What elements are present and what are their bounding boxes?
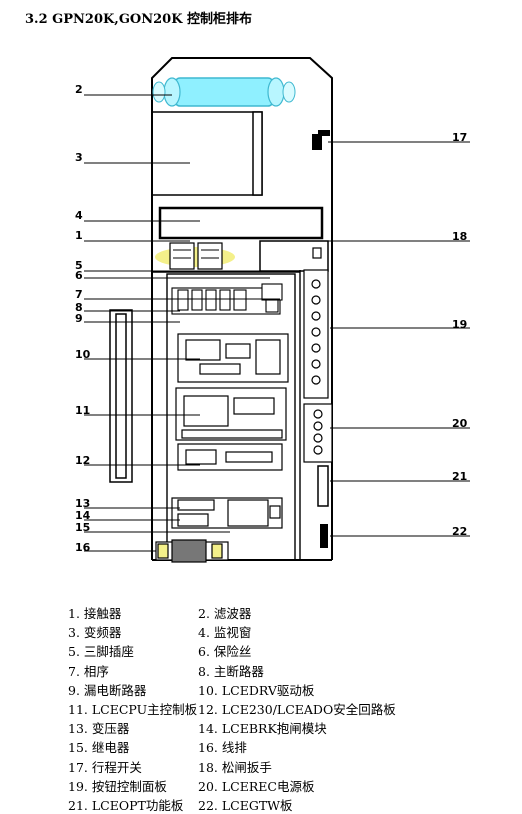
callout-16: 16: [75, 541, 91, 554]
legend-item: 17. 行程开关: [68, 759, 142, 775]
legend-row: 19. 按钮控制面板 20. LCEREC电源板: [68, 776, 508, 795]
safety-circuit-board-component: [177, 443, 283, 471]
leader-lines: [84, 94, 470, 552]
callout-17: 17: [452, 131, 467, 144]
legend-row: 17. 行程开关 18. 松闸扳手: [68, 757, 508, 776]
power-board-component: [303, 403, 333, 463]
callout-5: 5: [75, 259, 83, 272]
legend-item: 14. LCEBRK抱闸模块: [198, 721, 327, 737]
legend-item: 20. LCEREC电源板: [198, 778, 315, 794]
legend-item: 9. 漏电断路器: [68, 682, 147, 698]
contactor-component: [155, 242, 235, 270]
terminal-strip-component: [155, 539, 229, 563]
page-title: 3.2 GPN20K,GON20K 控制柜排布: [25, 12, 253, 27]
legend-item: 10. LCEDRV驱动板: [198, 682, 315, 698]
legend-item: 21. LCEOPT功能板: [68, 797, 184, 813]
legend-item: 13. 变压器: [68, 721, 130, 737]
legend-item: 4. 监视窗: [198, 625, 252, 641]
legend-item: 3. 变频器: [68, 625, 122, 641]
callout-11: 11: [75, 404, 90, 417]
legend-item: 2. 滤波器: [198, 606, 252, 622]
callout-22: 22: [452, 525, 467, 538]
limit-switch-component: [312, 130, 330, 150]
brake-release-wrench-component: [259, 240, 329, 272]
callout-14: 14: [75, 509, 91, 522]
callout-21: 21: [452, 470, 467, 483]
cabinet-layout-diagram: 2 3 4 1 5 6 7 8 9 10 11 12 13 14 15 16 1…: [75, 57, 470, 563]
monitor-window-component: [158, 206, 324, 240]
legend-item: 11. LCECPU主控制板: [68, 702, 198, 718]
legend-row: 13. 变压器 14. LCEBRK抱闸模块: [68, 718, 508, 737]
callout-9: 9: [75, 312, 83, 325]
callout-20: 20: [452, 417, 468, 430]
legend-item: 19. 按钮控制面板: [68, 778, 167, 794]
legend-row: 5. 三脚插座 6. 保险丝: [68, 641, 508, 660]
frequency-inverter-component: [152, 111, 263, 196]
callout-6: 6: [75, 269, 83, 282]
legend-item: 5. 三脚插座: [68, 644, 134, 660]
mounting-plate: [152, 271, 300, 561]
legend-item: 7. 相序: [68, 663, 109, 679]
callout-1: 1: [75, 229, 83, 242]
legend-item: 16. 线排: [198, 740, 247, 756]
legend-item: 22. LCEGTW板: [198, 797, 293, 813]
legend-item: 18. 松闸扳手: [198, 759, 272, 775]
legend-item: 6. 保险丝: [198, 644, 252, 660]
legend-row: 7. 相序 8. 主断路器: [68, 661, 508, 680]
legend-row: 15. 继电器 16. 线排: [68, 737, 508, 756]
button-control-panel-component: [303, 269, 329, 399]
callout-8: 8: [75, 301, 83, 314]
callout-10: 10: [75, 348, 91, 361]
legend-row: 9. 漏电断路器 10. LCEDRV驱动板: [68, 680, 508, 699]
legend-row: 3. 变频器 4. 监视窗: [68, 622, 508, 641]
callout-15: 15: [75, 521, 90, 534]
legend-row: 21. LCEOPT功能板 22. LCEGTW板: [68, 795, 508, 814]
legend-item: 1. 接触器: [68, 606, 122, 622]
callout-18: 18: [452, 230, 467, 243]
function-board-component: [317, 465, 329, 507]
callout-4: 4: [75, 209, 83, 222]
legend-row: 1. 接触器 2. 滤波器: [68, 603, 508, 622]
callout-12: 12: [75, 454, 90, 467]
legend-item: 8. 主断路器: [198, 663, 264, 679]
main-control-board-component: [175, 387, 287, 441]
callout-19: 19: [452, 318, 467, 331]
gateway-board-component: [320, 524, 328, 548]
filter-component: [152, 77, 296, 107]
callout-labels: 2 3 4 1 5 6 7 8 9 10 11 12 13 14 15 16 1…: [75, 83, 468, 554]
drive-board-component: [177, 333, 289, 383]
callout-13: 13: [75, 497, 90, 510]
breaker-rail-component: [171, 283, 283, 315]
callout-7: 7: [75, 288, 83, 301]
callout-2: 2: [75, 83, 83, 96]
left-cable-duct: [109, 309, 133, 483]
legend-item: 15. 继电器: [68, 740, 130, 756]
legend-item: 12. LCE230/LCEADO安全回路板: [198, 702, 396, 718]
callout-3: 3: [75, 151, 83, 164]
transformer-relay-component: [171, 497, 283, 529]
